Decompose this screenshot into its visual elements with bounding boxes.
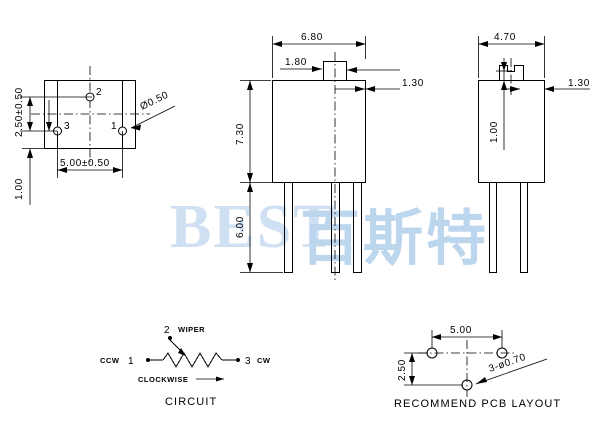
side-right-offset-label: 1.30 xyxy=(568,78,590,89)
top-view-pin-label-3: 3 xyxy=(64,121,70,132)
boss-height-arrow-lower xyxy=(501,80,507,90)
side-width-label: 4.70 xyxy=(494,32,516,43)
side-view-pin-right xyxy=(520,182,528,273)
body-height-label: 7.30 xyxy=(235,123,246,145)
side-width-arrow-left xyxy=(478,41,488,47)
circuit-terminal-1: 1 xyxy=(128,356,134,367)
pcb-pitch-h-label: 5.00 xyxy=(450,325,472,336)
circuit-node-2 xyxy=(168,336,172,340)
side-view-group: 4.70 1.30 1.00 xyxy=(478,32,590,273)
front-view-pin-center xyxy=(331,182,340,273)
circuit-label-ccw: CCW xyxy=(100,356,120,365)
pcb-pitch-v-arrow-top xyxy=(409,353,415,362)
circuit-terminal-2: 2 xyxy=(164,325,170,336)
boss-right-arrow-upper xyxy=(347,67,357,73)
pitch-h-label: 5.00±0.50 xyxy=(60,158,110,169)
pcb-hole-callout-label: 3-ø0.70 xyxy=(487,352,527,375)
circuit-wiper-arrow xyxy=(178,348,186,356)
front-view-pin-right xyxy=(353,182,362,273)
pitch-v-arrow-top xyxy=(27,97,33,106)
edge-offset-label: 1.00 xyxy=(14,178,25,200)
circuit-rotation-arrow-head xyxy=(216,376,224,382)
pcb-pitch-v-arrow-bottom xyxy=(409,376,415,385)
pitch-h-arrow-right xyxy=(113,167,123,173)
pin-length-arrow-bottom xyxy=(247,263,253,273)
boss-offset-label: 1.80 xyxy=(285,57,307,68)
circuit-title: CIRCUIT xyxy=(165,396,217,408)
circuit-terminal-3: 3 xyxy=(245,356,251,367)
boss-right-label: 1.30 xyxy=(402,78,424,89)
side-view-body xyxy=(478,80,545,183)
body-height-arrow-bottom xyxy=(247,173,253,183)
pitch-h-arrow-left xyxy=(57,167,67,173)
pitch-v-inner-arrow xyxy=(46,122,52,131)
pin-length-arrow-top xyxy=(247,182,253,192)
hole-dia-leader xyxy=(130,105,176,129)
pcb-hole-callout-arrow xyxy=(476,377,487,384)
boss-offset-arrow xyxy=(312,66,322,72)
circuit-group: CCW 1 2 WIPER 3 CW CLOCKWISE CIRCUIT xyxy=(100,325,271,408)
boss-height-label: 1.00 xyxy=(489,121,500,143)
side-right-offset-arrow xyxy=(544,86,554,92)
hole-dia-arrow xyxy=(131,124,141,131)
pitch-v-label: 2.50±0.50 xyxy=(14,87,25,137)
boss-right-arrow-in xyxy=(365,86,375,92)
hole-dia-label: Ø0.50 xyxy=(138,90,170,113)
circuit-label-wiper: WIPER xyxy=(178,325,205,334)
pcb-layout-title: RECOMMEND PCB LAYOUT xyxy=(394,398,561,410)
pitch-v-arrow-bottom xyxy=(27,122,33,131)
front-view-body xyxy=(272,80,366,183)
side-width-arrow-right xyxy=(535,41,545,47)
top-view-group: 2 3 1 Ø0.50 5.00±0.50 2.50±0.50 xyxy=(14,66,176,205)
width-label: 6.80 xyxy=(301,32,323,43)
width-arrow-right xyxy=(356,41,366,47)
boss-height-tick-arrow xyxy=(510,86,520,92)
pcb-layout-group: 5.00 2.50 3-ø0.70 RECOMMEND PCB LAYOUT xyxy=(394,325,561,410)
boss-height-arrow-upper xyxy=(501,62,507,71)
top-view-pin-label-1: 1 xyxy=(111,121,117,132)
pcb-hole-callout-leader xyxy=(475,358,548,385)
circuit-resistor xyxy=(162,351,223,369)
edge-offset-arrow xyxy=(27,148,33,158)
width-arrow-left xyxy=(272,41,282,47)
side-view-pin-left xyxy=(489,182,497,273)
front-view-group: 6.80 1.80 1.30 7.30 6.00 xyxy=(235,32,424,280)
pcb-pitch-h-arrow-right xyxy=(493,334,502,340)
pin-length-label: 6.00 xyxy=(235,216,246,238)
circuit-rotation-note: CLOCKWISE xyxy=(138,375,188,384)
pcb-pitch-h-arrow-left xyxy=(432,334,441,340)
top-view-pin-label-2: 2 xyxy=(96,87,102,98)
boss-right-arrow-lower xyxy=(355,86,365,92)
circuit-label-cw: CW xyxy=(257,356,271,365)
body-height-arrow-top xyxy=(247,80,253,90)
pcb-pitch-v-label: 2.50 xyxy=(397,359,408,381)
front-view-pin-left xyxy=(284,182,293,273)
